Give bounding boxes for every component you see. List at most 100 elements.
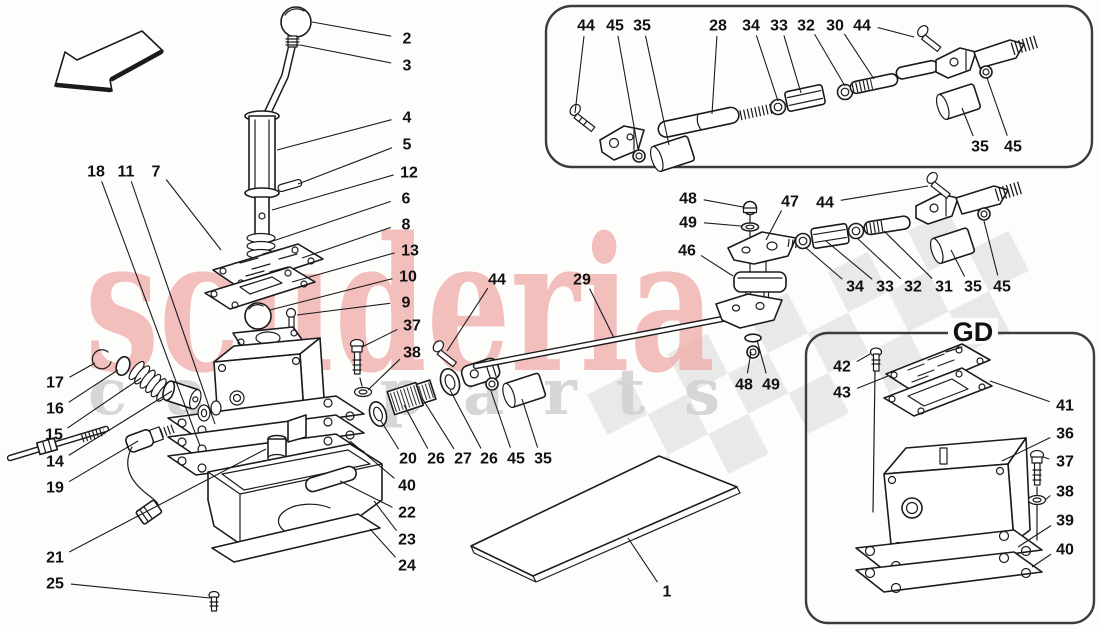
svg-text:6: 6 (402, 191, 411, 208)
bottom-gasket (211, 513, 381, 563)
svg-text:9: 9 (402, 295, 411, 312)
callout-18: 18 (87, 164, 201, 447)
clevis-joint (599, 125, 645, 161)
svg-text:31: 31 (935, 279, 953, 296)
svg-text:11: 11 (118, 164, 135, 181)
callout-45: 45 (606, 18, 639, 150)
callout-12: 12 (271, 165, 418, 211)
callout-49: 49 (679, 215, 742, 232)
svg-text:36: 36 (1056, 426, 1074, 443)
svg-text:44: 44 (488, 272, 506, 289)
callout-8: 8 (301, 217, 411, 259)
switch-with-cable (125, 423, 176, 525)
svg-text:40: 40 (1056, 542, 1074, 559)
svg-text:33: 33 (770, 18, 788, 35)
gear-lever-assembly (6, 6, 383, 612)
svg-text:35: 35 (964, 279, 982, 296)
inset-box-linkage (544, 4, 1094, 169)
gd-box-parts (855, 343, 1047, 594)
callout-35: 35 (961, 107, 989, 156)
callout-5: 5 (297, 137, 412, 185)
svg-text:49: 49 (679, 215, 697, 232)
spacer-sleeve (502, 372, 547, 409)
callout-34: 34 (742, 18, 779, 102)
svg-text:35: 35 (633, 18, 651, 35)
svg-text:49: 49 (762, 377, 780, 394)
callout-4: 4 (276, 110, 412, 151)
svg-text:3: 3 (403, 58, 412, 75)
svg-text:15: 15 (45, 427, 63, 444)
svg-text:32: 32 (904, 279, 922, 296)
svg-text:38: 38 (1056, 484, 1074, 501)
callout-19: 19 (46, 440, 139, 497)
watermark-scuderia: scuderia (85, 196, 715, 414)
callout-40: 40 (1031, 542, 1074, 568)
inset-box-gd: GD (804, 317, 1096, 625)
lower-bracket (715, 293, 783, 329)
callout-43: 43 (833, 375, 889, 402)
callout-9: 9 (296, 295, 411, 316)
callout-34: 34 (804, 246, 864, 296)
callout-42: 42 (833, 353, 871, 376)
gear-knob (280, 6, 312, 38)
mid-linkage-cluster (794, 171, 1024, 265)
callout-3: 3 (299, 44, 412, 75)
svg-text:24: 24 (398, 558, 416, 575)
svg-text:45: 45 (606, 18, 624, 35)
u-joint-top (935, 47, 977, 79)
callout-45: 45 (983, 220, 1011, 296)
callout-35: 35 (633, 18, 670, 146)
svg-text:30: 30 (826, 18, 844, 35)
svg-text:34: 34 (846, 279, 864, 296)
svg-text:22: 22 (398, 505, 416, 522)
upper-bracket (727, 231, 807, 265)
flat-gasket (470, 455, 741, 583)
svg-text:42: 42 (833, 359, 851, 376)
callout-16: 16 (46, 369, 119, 418)
seal-and-sleeve-row (368, 340, 547, 427)
svg-text:8: 8 (402, 217, 411, 234)
callout-46: 46 (678, 243, 734, 277)
callout-28: 28 (709, 18, 727, 115)
svg-text:44: 44 (853, 18, 871, 35)
callout-38: 38 (367, 345, 421, 391)
detent-bushing (162, 380, 202, 410)
callout-24: 24 (369, 528, 416, 575)
callout-33: 33 (770, 18, 802, 94)
svg-text:17: 17 (46, 375, 64, 392)
callout-29: 29 (573, 272, 615, 339)
svg-text:13: 13 (401, 243, 419, 260)
callout-10: 10 (269, 269, 417, 311)
svg-text:39: 39 (1056, 513, 1074, 530)
svg-text:16: 16 (46, 401, 64, 418)
callout-37: 37 (1042, 454, 1074, 471)
gd-title: GD (953, 317, 994, 347)
svg-text:23: 23 (398, 532, 416, 549)
callout-48: 48 (679, 191, 744, 208)
svg-text:12: 12 (400, 165, 418, 182)
callout-26: 26 (449, 389, 498, 468)
callout-25: 25 (46, 576, 211, 599)
svg-text:47: 47 (781, 194, 799, 211)
callout-47: 47 (765, 194, 799, 241)
callout-38: 38 (1044, 484, 1074, 501)
svg-text:5: 5 (403, 137, 412, 154)
gd-housing (883, 437, 1031, 555)
callout-35: 35 (521, 398, 552, 468)
svg-text:38: 38 (403, 345, 421, 362)
pan-screw (208, 590, 220, 612)
svg-text:32: 32 (797, 18, 815, 35)
svg-text:35: 35 (534, 451, 552, 468)
callout-22: 22 (339, 480, 416, 522)
gd-bolt (1027, 449, 1047, 541)
callout-37: 37 (361, 318, 421, 348)
washer-disc (115, 355, 131, 377)
linkage-box-parts (569, 25, 1040, 173)
callout-26: 26 (403, 404, 445, 468)
svg-text:29: 29 (573, 272, 591, 289)
callout-31: 31 (883, 230, 953, 296)
callout-23: 23 (373, 500, 416, 549)
callout-45: 45 (490, 390, 525, 468)
gd-screw (869, 347, 883, 372)
lever-ball (244, 302, 272, 330)
